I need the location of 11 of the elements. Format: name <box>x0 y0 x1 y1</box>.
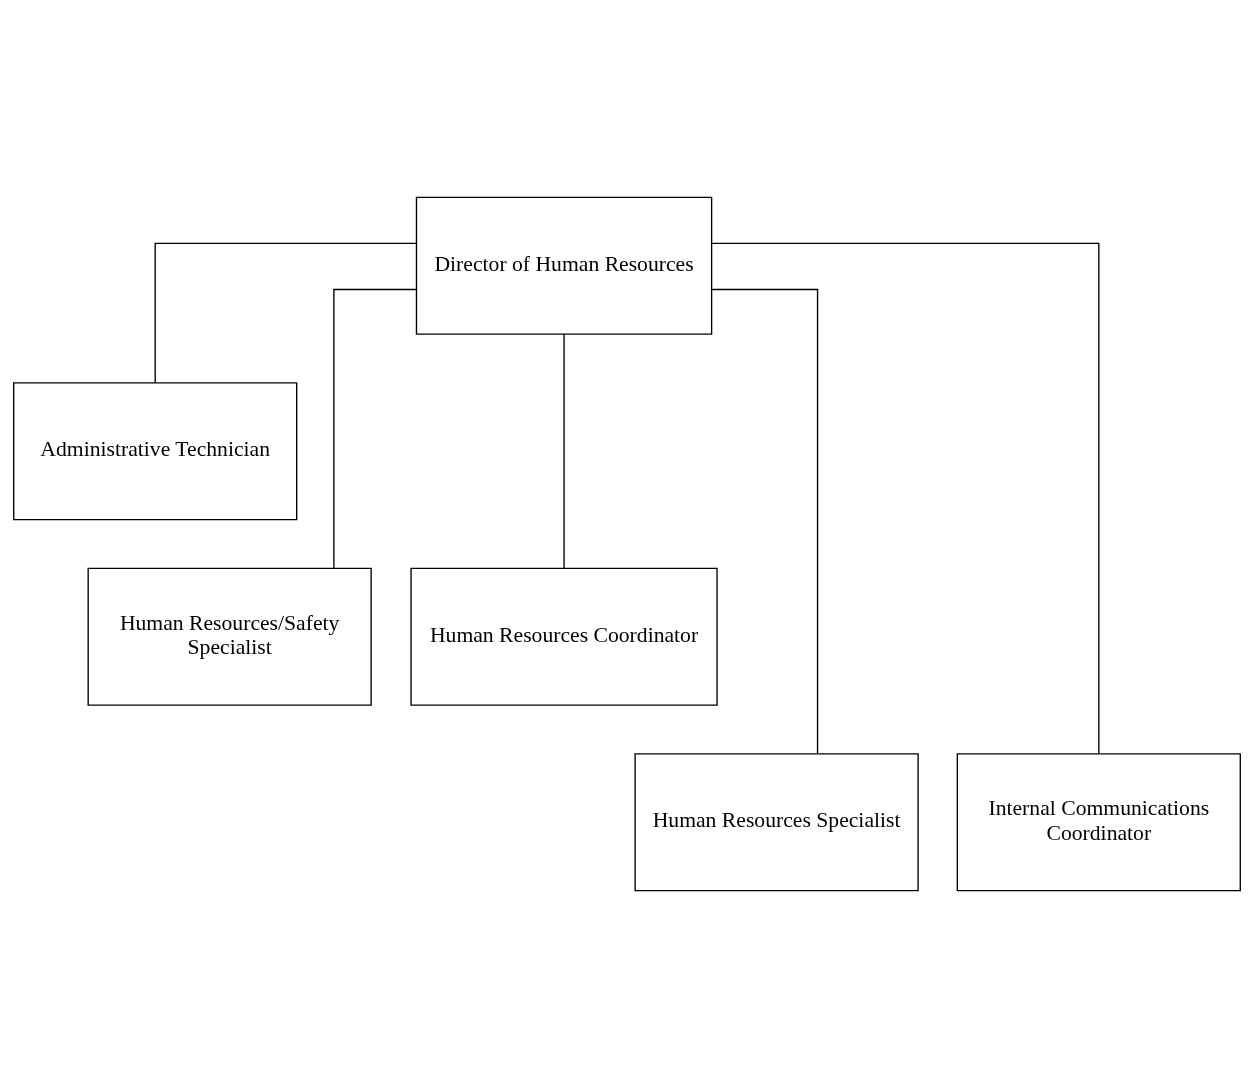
node-box: Human Resources/Safety Specialist <box>87 567 372 706</box>
connector <box>563 333 565 569</box>
connector <box>154 242 418 384</box>
connector <box>711 288 819 755</box>
node-box: Administrative Technician <box>13 382 298 521</box>
node-box: Human Resources Coordinator <box>410 567 718 706</box>
node-box: Internal Communications Coordinator <box>956 753 1241 892</box>
connector <box>711 242 1100 755</box>
connector <box>333 288 417 569</box>
node-box: Human Resources Specialist <box>634 753 919 892</box>
node-box: Director of Human Resources <box>415 196 713 335</box>
